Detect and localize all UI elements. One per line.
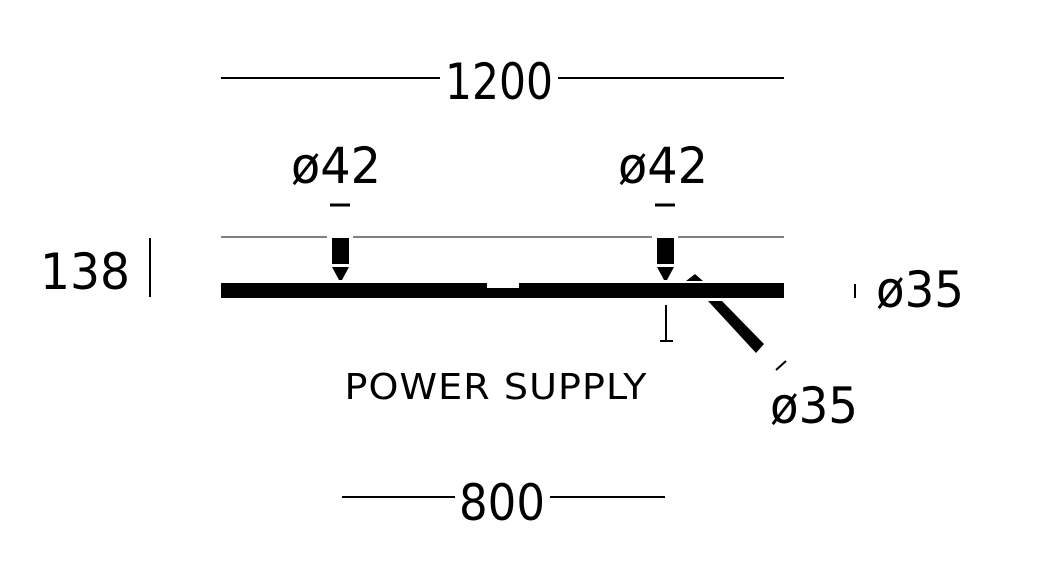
mount-spacing-label: 800 xyxy=(459,474,545,532)
overall-length-label: 1200 xyxy=(445,53,553,111)
arm-diameter-label: ø35 xyxy=(770,377,858,435)
power-supply-label: POWER SUPPLY xyxy=(345,367,648,408)
power-supply-marker xyxy=(660,305,673,342)
arm-diameter-tick xyxy=(775,360,787,371)
mount-pin-right xyxy=(657,238,674,280)
mount-diameter-left-label: ø42 xyxy=(291,137,381,195)
angled-arm xyxy=(708,301,764,353)
light-bar xyxy=(221,283,784,298)
overall-length-dimension: 1200 xyxy=(221,53,784,111)
height-label: 138 xyxy=(40,243,130,301)
arm-pivot-marker xyxy=(686,274,703,281)
side-diameter-label: ø35 xyxy=(876,261,964,319)
mount-pin-left xyxy=(332,238,349,280)
mount-spacing-dimension: 800 xyxy=(342,474,665,532)
mount-diameter-right-label: ø42 xyxy=(618,137,708,195)
bar-notch xyxy=(487,283,519,288)
